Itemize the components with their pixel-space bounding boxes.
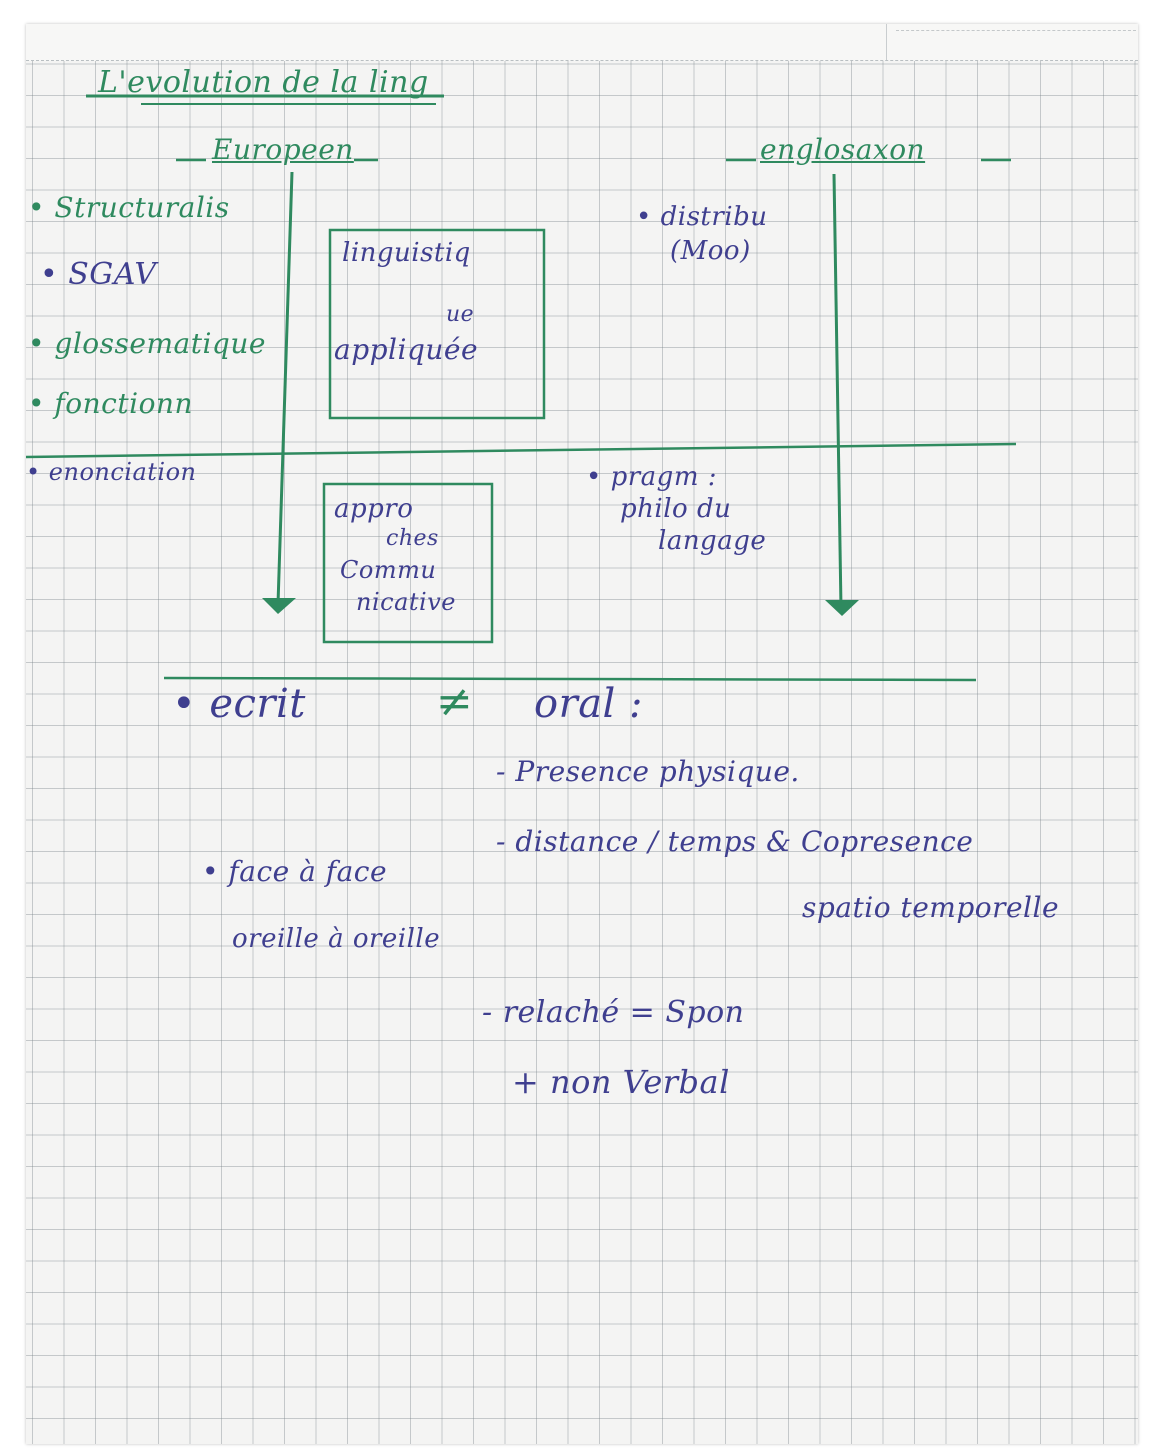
oral-point-label: distance / temps & Copresence — [515, 825, 974, 858]
box-approaches-line1: appro — [334, 494, 414, 524]
box-applied-line2: ue — [446, 302, 475, 327]
list-item-label: enonciation — [48, 458, 197, 486]
box-applied-line1: linguistiq — [342, 238, 471, 268]
note-face-a-face: • face à face — [202, 855, 388, 888]
oral-point-non-verbal: + non Verbal — [512, 1063, 730, 1101]
oral-point-spatio: spatio temporelle — [802, 891, 1060, 924]
list-item-label: Structuralis — [54, 191, 230, 224]
list-item: • fonctionn — [28, 387, 193, 420]
list-item-label: glossematique — [54, 327, 266, 360]
header-separator — [886, 24, 887, 60]
box-approaches-line3: Commu — [340, 556, 437, 584]
right-item-label: pragm : — [610, 462, 718, 492]
list-item: • glossematique — [28, 327, 266, 360]
oral-point-label: Presence physique. — [515, 755, 800, 788]
list-item-label: fonctionn — [54, 387, 193, 420]
box-approaches-line4: nicative — [356, 588, 456, 616]
comparison-left-label: ecrit — [209, 681, 306, 727]
horizontal-divider — [26, 442, 1017, 459]
list-item: • enonciation — [26, 458, 197, 486]
header-dash — [896, 30, 1136, 31]
comparison-ecrit: • ecrit — [172, 681, 306, 727]
note-oreille: oreille à oreille — [232, 924, 441, 954]
heading-europeen: Europeen — [212, 133, 354, 166]
list-item: • SGAV — [40, 257, 157, 292]
left-vertical-arrow-line — [276, 171, 294, 605]
list-item-label: SGAV — [68, 257, 157, 292]
box-communicative-approaches — [322, 482, 494, 644]
right-item-philo: philo du — [620, 494, 732, 524]
oral-point-distance: - distance / temps & Copresence — [496, 825, 974, 858]
note-label: face à face — [228, 855, 388, 888]
oral-point-presence: - Presence physique. — [496, 755, 800, 788]
left-arrowhead — [262, 598, 296, 614]
comparison-oral: oral : — [534, 681, 644, 727]
not-equal-symbol: ≠ — [436, 676, 474, 727]
right-item-distribu: • distribu — [636, 202, 768, 232]
right-item-label: distribu — [660, 202, 768, 232]
right-item-moo: (Moo) — [670, 236, 751, 266]
box-approaches-line2: ches — [386, 526, 439, 551]
box-applied-linguistics — [328, 228, 546, 420]
right-item-langage: langage — [658, 526, 767, 556]
right-arrowhead — [825, 600, 859, 616]
oral-point-relache: - relaché = Spon — [482, 995, 745, 1030]
right-item-pragm: • pragm : — [586, 462, 718, 492]
list-item: • Structuralis — [28, 191, 230, 224]
notebook-page: L'evolution de la ling Europeen englosax… — [26, 24, 1138, 1444]
comparison-top-line — [163, 676, 977, 682]
page-title: L'evolution de la ling — [98, 65, 429, 100]
ink-diagram — [26, 94, 1017, 682]
oral-point-label: relaché = Spon — [502, 995, 745, 1030]
page-header-strip — [26, 24, 1138, 61]
right-vertical-arrow-line — [832, 173, 843, 609]
heading-englosaxon: englosaxon — [760, 133, 926, 166]
box-applied-line3: appliquée — [334, 333, 479, 366]
